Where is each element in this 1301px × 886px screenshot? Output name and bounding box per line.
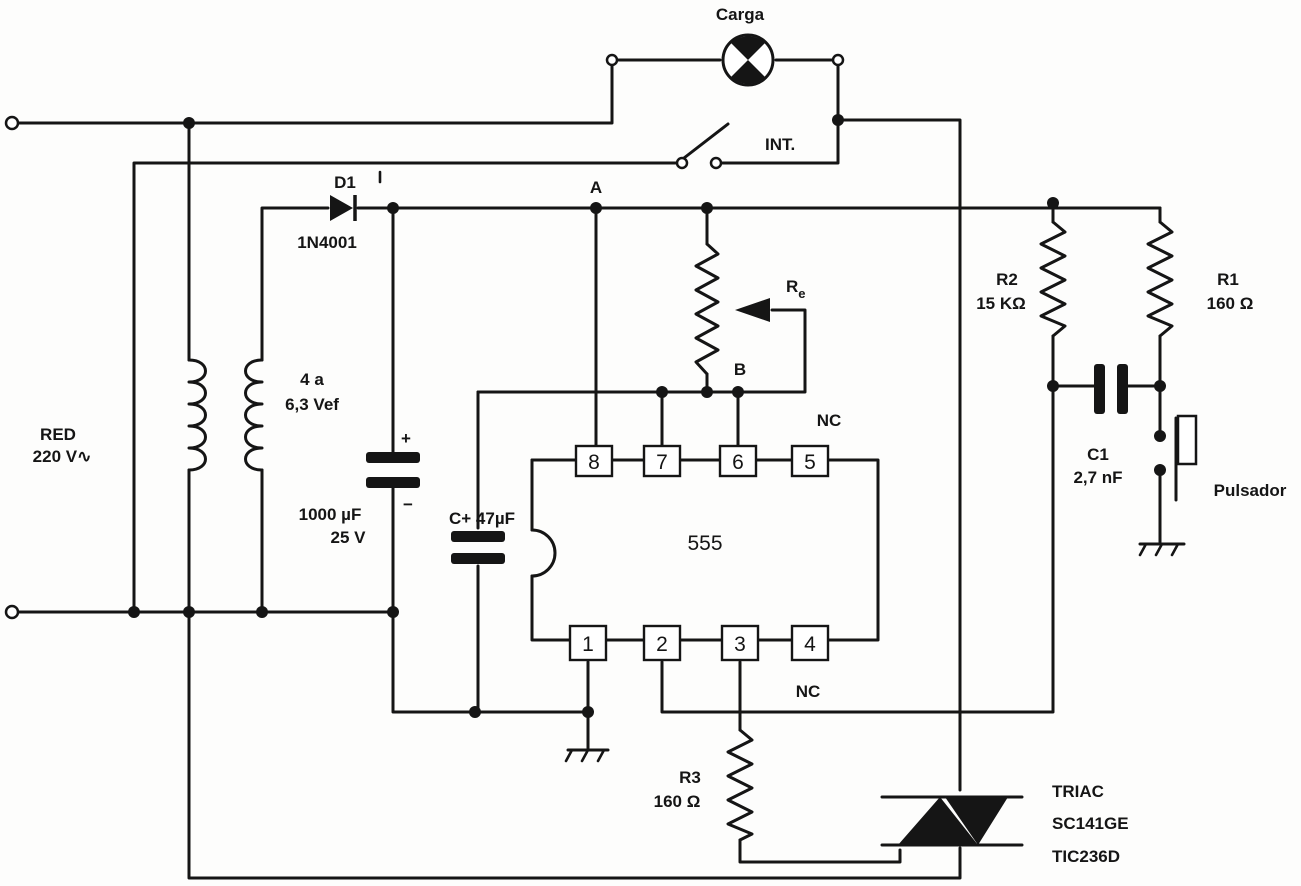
r1-value: 160 Ω <box>1207 294 1254 313</box>
ground-symbol-pushbutton <box>1138 542 1186 557</box>
ic-pin-3: 3 <box>720 624 760 662</box>
triac-label: TRIAC <box>1052 782 1104 801</box>
filter-capacitor <box>366 452 420 488</box>
diode-d1 <box>330 195 357 221</box>
switch-int <box>675 122 730 170</box>
cap-plus-sign: + <box>401 429 411 448</box>
svg-text:5: 5 <box>804 451 816 474</box>
c1-name: C1 <box>1087 445 1109 464</box>
load-terminal-left <box>605 53 619 67</box>
r1-name: R1 <box>1217 270 1239 289</box>
wiring <box>14 58 1162 880</box>
transformer-primary <box>187 358 207 472</box>
svg-text:6: 6 <box>732 451 744 474</box>
pot-label: Re <box>786 277 806 301</box>
c1-value: 2,7 nF <box>1073 468 1122 487</box>
ic-pin-4: 4 <box>790 624 830 662</box>
nc-label-pin5: NC <box>817 411 842 430</box>
diode-part-label: 1N4001 <box>297 233 357 252</box>
node-a-label: A <box>590 178 602 197</box>
pushbutton <box>1174 414 1198 502</box>
r3-name: R3 <box>679 768 701 787</box>
svg-text:2: 2 <box>656 633 668 656</box>
resistor-r3 <box>726 728 754 842</box>
nc-label-pin4: NC <box>796 682 821 701</box>
svg-text:8: 8 <box>588 451 600 474</box>
triac-part-1: SC141GE <box>1052 814 1129 833</box>
ic-label: 555 <box>687 532 722 555</box>
resistor-r2 <box>1039 220 1067 338</box>
transformer-secondary <box>244 358 264 472</box>
timing-capacitor <box>451 531 505 564</box>
mains-terminal-top <box>4 115 20 131</box>
transformer-current-label: 4 a <box>300 370 324 389</box>
r2-name: R2 <box>996 270 1018 289</box>
ic-pin-1: 1 <box>568 624 608 662</box>
ic-pin-6: 6 <box>718 444 758 478</box>
r3-value: 160 Ω <box>654 792 701 811</box>
filter-cap-value: 1000 µF <box>299 505 362 524</box>
cap-minus-sign: − <box>403 495 413 514</box>
svg-text:4: 4 <box>804 633 816 656</box>
ic-555-body <box>530 458 880 642</box>
ic-pin-7: 7 <box>642 444 682 478</box>
capacitor-c1 <box>1094 364 1128 414</box>
ic-pin-5: 5 <box>790 444 830 478</box>
transformer-voltage-label: 6,3 Vef <box>285 395 339 414</box>
mains-voltage-label: 220 V∿ <box>33 447 92 466</box>
resistor-r1 <box>1146 220 1174 338</box>
ic-pin-2: 2 <box>642 624 682 662</box>
ic-pin-8: 8 <box>574 444 614 478</box>
svg-text:1: 1 <box>582 633 594 656</box>
lamp-load <box>721 33 775 87</box>
pushbutton-label: Pulsador <box>1214 481 1287 500</box>
load-label: Carga <box>716 5 765 24</box>
load-terminal-right <box>831 53 845 67</box>
node-b-label: B <box>734 360 746 379</box>
ground-symbol-ic <box>564 748 610 763</box>
diode-label: D1 <box>334 173 356 192</box>
junction-dots <box>128 114 1166 718</box>
timing-cap-label: C+ 47µF <box>449 509 515 528</box>
r2-value: 15 KΩ <box>976 294 1026 313</box>
triac-part-2: TIC236D <box>1052 847 1120 866</box>
potentiometer-re <box>694 242 770 376</box>
svg-text:7: 7 <box>656 451 668 474</box>
svg-text:3: 3 <box>734 633 746 656</box>
mains-terminal-bottom <box>4 604 20 620</box>
mains-label: RED <box>40 425 76 444</box>
triac <box>880 795 1024 847</box>
filter-cap-voltage: 25 V <box>331 528 367 547</box>
switch-label: INT. <box>765 135 795 154</box>
